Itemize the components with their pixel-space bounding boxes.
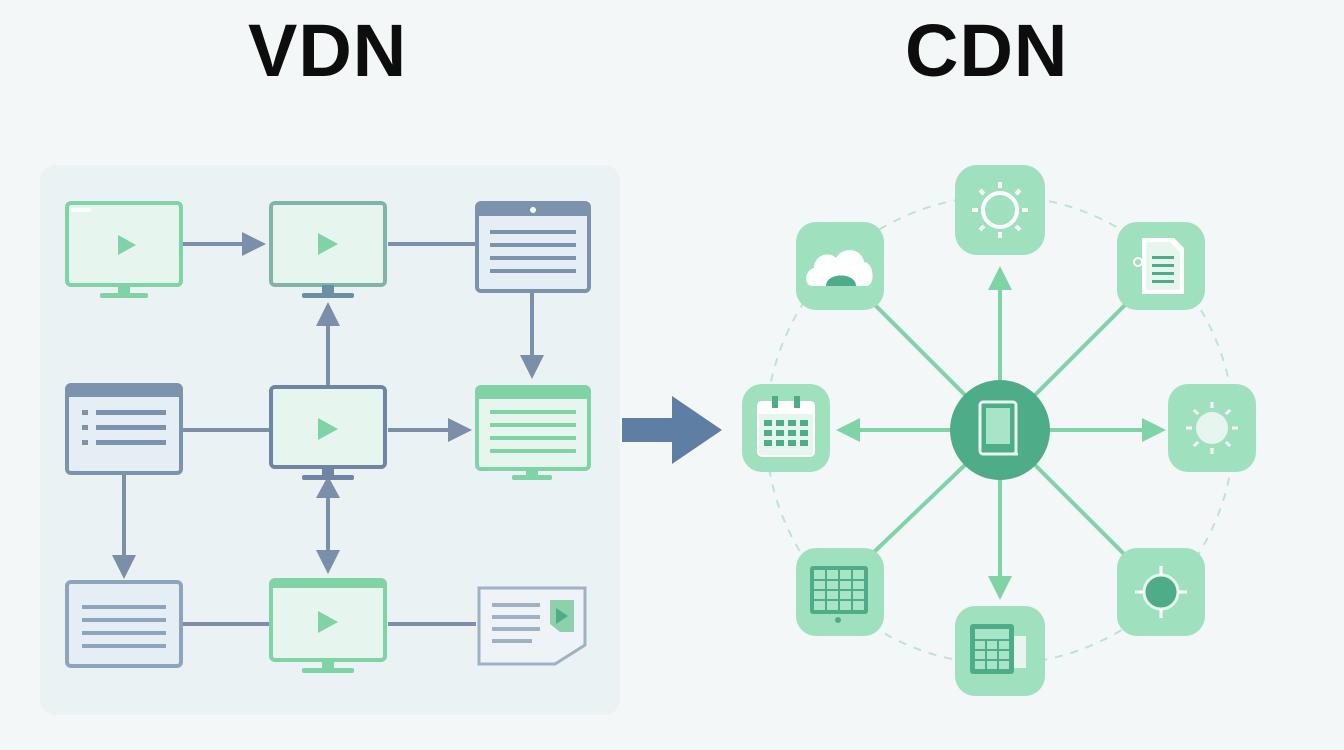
vdn-connectors xyxy=(112,232,544,626)
spoke-top-right xyxy=(1032,298,1132,398)
spoke-top-left xyxy=(870,300,968,398)
vdn-node-r1c1 xyxy=(65,201,183,298)
cloud-icon xyxy=(806,250,873,286)
vdn-node-r3c3 xyxy=(477,586,587,666)
cdn-node-top-right xyxy=(1117,222,1205,310)
cdn-node-bottom-right xyxy=(1117,548,1205,636)
vdn-node-r2c1 xyxy=(65,383,183,475)
document-icon xyxy=(1133,238,1184,294)
cdn-spokes xyxy=(836,266,1166,600)
sun-icon xyxy=(1186,402,1238,454)
spoke-bottom-right xyxy=(1032,462,1132,562)
vdn-node-r1c2 xyxy=(269,201,387,298)
cdn-title: CDN xyxy=(905,9,1069,92)
vdn-node-r1c3 xyxy=(475,201,591,293)
cdn-hub xyxy=(950,380,1050,480)
transition-arrow-icon xyxy=(622,396,722,464)
vdn-node-r2c3 xyxy=(475,385,591,480)
book-icon xyxy=(978,400,1018,456)
cdn-node-right xyxy=(1168,384,1256,472)
gear-sun-icon xyxy=(972,182,1028,238)
calendar-icon xyxy=(757,396,815,457)
cdn-node-top xyxy=(955,165,1045,255)
calendar-grid-icon xyxy=(810,566,868,623)
vdn-node-r2c2 xyxy=(269,385,387,480)
vdn-title: VDN xyxy=(248,9,408,92)
calendar-grid-icon xyxy=(970,624,1026,674)
vdn-node-r3c1 xyxy=(65,580,183,668)
vdn-node-r3c2 xyxy=(269,578,387,673)
connector-r2c2-r3c2-up-arrowhead xyxy=(316,476,340,498)
cdn-node-top-left xyxy=(796,222,884,310)
cdn-node-left xyxy=(742,384,830,472)
target-icon xyxy=(1135,566,1187,618)
cdn-node-bottom xyxy=(955,606,1045,696)
spoke-bottom-left xyxy=(870,462,968,556)
cdn-node-bottom-left xyxy=(796,548,884,636)
